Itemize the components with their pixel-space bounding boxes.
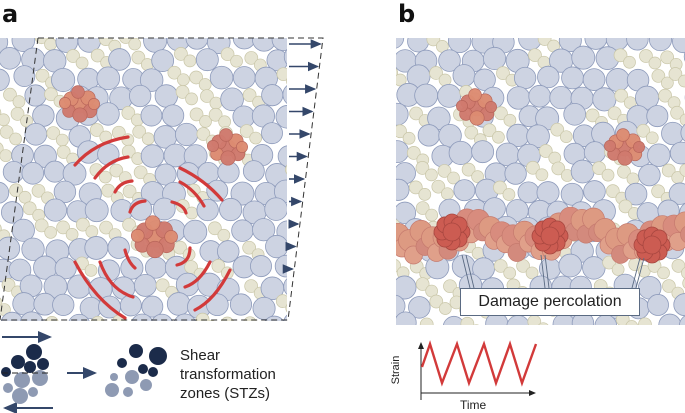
damage-percolation-label: Damage percolation	[460, 288, 640, 316]
stz-overlay-a	[0, 37, 324, 321]
strain-axis-label: Strain	[390, 355, 402, 385]
time-axis-label: Time	[460, 398, 487, 412]
stz-text-line2: transformation	[180, 366, 276, 383]
stz-text-line1: Shear	[180, 347, 221, 364]
panel-a-label: a	[2, 0, 19, 28]
stz-legend-text: Shear transformation zones (STZs)	[180, 346, 276, 403]
strain-time-plot	[418, 340, 538, 400]
stz-text-line3: zones (STZs)	[180, 385, 271, 402]
panel-b-label: b	[398, 0, 416, 28]
particle-field-a	[0, 38, 287, 321]
stz-legend-icons	[1, 331, 167, 413]
damage-overlay-b	[396, 88, 685, 289]
